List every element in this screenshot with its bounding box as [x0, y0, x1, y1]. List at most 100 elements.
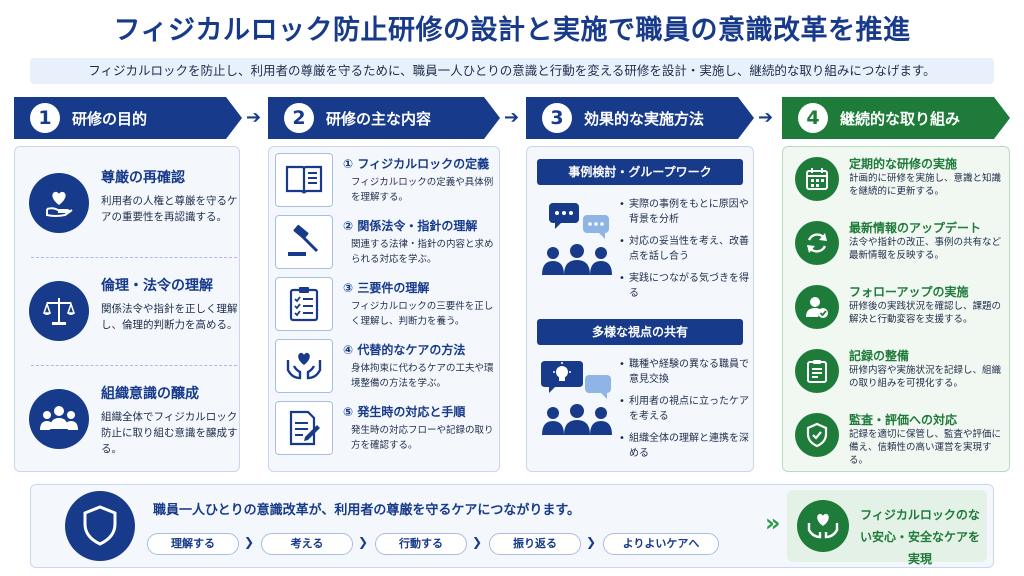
list-item: 実際の事例をもとに原因や背景を分析 — [619, 197, 749, 227]
gavel-icon — [275, 215, 333, 269]
purpose-desc: 関係法令や指針を正しく理解し、倫理的判断力を高める。 — [101, 303, 238, 331]
step-label: 継続的な取り組み — [840, 109, 961, 128]
purpose-title: 組織意識の醸成 — [101, 386, 199, 402]
content-title: ③ 三要件の理解 — [343, 281, 430, 295]
step-label: 研修の主な内容 — [326, 109, 432, 128]
purpose-column: 尊厳の再確認 利用者の人権と尊厳を守るケアの重要性を再認識する。 倫理・法令の理… — [14, 146, 240, 472]
content-title: ⑤ 発生時の対応と手順 — [343, 405, 466, 419]
chevron-shape — [782, 97, 1010, 139]
purpose-item: 組織意識の醸成 組織全体でフィジカルロック防止に取り組む意識を醸成する。 — [23, 369, 245, 469]
discussion-icon — [542, 203, 612, 275]
chevron-right-icon: ❯ — [586, 535, 597, 549]
flow-step: 振り返る — [489, 533, 581, 555]
content-desc: フィジカルロックの定義や具体例を理解する。 — [351, 177, 494, 203]
refresh-icon — [795, 221, 839, 265]
continuous-item: フォローアップの実施 研修後の実践状況を確認し、課題の解決と行動変容を支援する。 — [789, 279, 1009, 343]
continuous-title: 記録の整備 — [849, 349, 910, 363]
content-item: ① フィジカルロックの定義 フィジカルロックの定義や具体例を理解する。 — [275, 151, 497, 209]
document-pen-icon — [275, 401, 333, 455]
page-subtitle: フィジカルロックを防止し、利用者の尊厳を守るために、職員一人ひとりの意識と行動を… — [30, 58, 994, 84]
group-icon — [29, 389, 89, 449]
content-item: ③ 三要件の理解 フィジカルロックの三要件を正しく理解し、判断力を養う。 — [275, 275, 497, 333]
flow-step: 理解する — [147, 533, 239, 555]
method-bullets: 職種や経験の異なる職員で意見交換 利用者の視点に立ったケアを考える 組織全体の理… — [619, 357, 749, 468]
purpose-item: 尊厳の再確認 利用者の人権と尊厳を守るケアの重要性を再認識する。 — [23, 153, 245, 253]
scales-icon — [29, 281, 89, 341]
purpose-desc: 利用者の人権と尊厳を守るケアの重要性を再認識する。 — [101, 195, 238, 223]
method-banner: 事例検討・グループワーク — [537, 159, 743, 185]
content-desc: 発生時の対応フローや記録の取り方を確認する。 — [351, 425, 494, 451]
step-label: 効果的な実施方法 — [584, 109, 705, 128]
continuous-desc: 研修後の実践状況を確認し、課題の解決と行動変容を支援する。 — [849, 301, 1002, 325]
purpose-title: 尊厳の再確認 — [101, 170, 185, 186]
flow-step: よりよいケアへ — [603, 533, 719, 555]
flow-step: 行動する — [375, 533, 467, 555]
contents-column: ① フィジカルロックの定義 フィジカルロックの定義や具体例を理解する。 ② 関係… — [268, 146, 500, 472]
shield-icon — [65, 491, 135, 561]
checklist-icon — [275, 277, 333, 331]
continuous-desc: 計画的に研修を実施し、意識と知識を継続的に更新する。 — [849, 173, 1002, 197]
idea-share-icon — [541, 361, 612, 435]
content-title: ① フィジカルロックの定義 — [343, 157, 490, 171]
content-desc: 関連する法律・指針の内容と求められる対応を学ぶ。 — [351, 239, 494, 265]
chevron-shape — [526, 97, 754, 139]
content-item: ④ 代替的なケアの方法 身体拘束に代わるケアの工夫や環境整備の方法を学ぶ。 — [275, 337, 497, 395]
continuous-column: 定期的な研修の実施 計画的に研修を実施し、意識と知識を継続的に更新する。 最新情… — [782, 146, 1010, 472]
bottom-message: 職員一人ひとりの意識改革が、利用者の尊厳を守るケアにつながります。 — [153, 503, 581, 518]
continuous-desc: 研修内容や実施状況を記録し、組織の取り組みを可視化する。 — [849, 365, 1002, 389]
step-header-2: 2 研修の主な内容 — [268, 97, 500, 139]
goal-box: フィジカルロックのない安心・安全なケアを実現 — [787, 490, 987, 566]
step-number: 4 — [798, 103, 828, 133]
book-icon — [275, 153, 333, 207]
methods-column: 事例検討・グループワーク 実際の事例をもとに原因や背景を分析 対応の妥当性を考え… — [526, 146, 754, 472]
list-item: 実践につながる気づきを得る — [619, 271, 749, 301]
step-label: 研修の目的 — [72, 109, 148, 128]
content-title: ② 関係法令・指針の理解 — [343, 219, 478, 233]
step-number: 2 — [284, 103, 314, 133]
arrow-right-icon: ➔ — [758, 107, 774, 128]
divider — [31, 257, 237, 258]
clipboard-icon — [795, 349, 839, 393]
continuous-item: 監査・評価への対応 記録を適切に保管し、監査や評価に備え、信頼性の高い運営を実現… — [789, 407, 1009, 471]
page-title: フィジカルロック防止研修の設計と実施で職員の意識改革を推進 — [113, 15, 911, 46]
list-item: 利用者の視点に立ったケアを考える — [619, 394, 749, 424]
step-header-1: 1 研修の目的 — [14, 97, 242, 139]
heart-hand-icon — [29, 173, 89, 233]
user-check-icon — [795, 285, 839, 329]
care-hands-icon — [275, 339, 333, 393]
continuous-item: 記録の整備 研修内容や実施状況を記録し、組織の取り組みを可視化する。 — [789, 343, 1009, 407]
shield-check-icon — [795, 413, 839, 457]
arrow-right-icon: ➔ — [246, 107, 262, 128]
divider — [31, 365, 237, 366]
continuous-desc: 記録を適切に保管し、監査や評価に備え、信頼性の高い運営を実現する。 — [849, 429, 1002, 466]
arrow-right-icon: ➔ — [504, 107, 520, 128]
calendar-icon — [795, 157, 839, 201]
purpose-desc: 組織全体でフィジカルロック防止に取り組む意識を醸成する。 — [101, 411, 238, 455]
continuous-title: 定期的な研修の実施 — [849, 157, 958, 171]
content-desc: フィジカルロックの三要件を正しく理解し、判断力を養う。 — [351, 301, 494, 327]
double-chevron-icon: » — [765, 509, 781, 537]
method-bullets: 実際の事例をもとに原因や背景を分析 対応の妥当性を考え、改善点を話し合う 実践に… — [619, 197, 749, 308]
continuous-item: 定期的な研修の実施 計画的に研修を実施し、意識と知識を継続的に更新する。 — [789, 151, 1009, 215]
continuous-title: 最新情報のアップデート — [849, 221, 982, 235]
chevron-shape — [268, 97, 500, 139]
chevron-right-icon: ❯ — [244, 535, 255, 549]
goal-text: フィジカルロックのない安心・安全なケアを実現 — [859, 508, 980, 566]
list-item: 対応の妥当性を考え、改善点を話し合う — [619, 234, 749, 264]
method-banner: 多様な視点の共有 — [537, 319, 743, 345]
purpose-item: 倫理・法令の理解 関係法令や指針を正しく理解し、倫理的判断力を高める。 — [23, 261, 245, 361]
continuous-title: フォローアップの実施 — [849, 285, 969, 299]
step-header-3: 3 効果的な実施方法 — [526, 97, 754, 139]
step-number: 1 — [30, 103, 60, 133]
flow-step: 考える — [261, 533, 353, 555]
step-header-4: 4 継続的な取り組み — [782, 97, 1010, 139]
list-item: 職種や経験の異なる職員で意見交換 — [619, 357, 749, 387]
chevron-right-icon: ❯ — [472, 535, 483, 549]
content-item: ⑤ 発生時の対応と手順 発生時の対応フローや記録の取り方を確認する。 — [275, 399, 497, 457]
continuous-title: 監査・評価への対応 — [849, 413, 958, 427]
purpose-title: 倫理・法令の理解 — [101, 278, 213, 294]
content-item: ② 関係法令・指針の理解 関連する法律・指針の内容と求められる対応を学ぶ。 — [275, 213, 497, 271]
step-number: 3 — [542, 103, 572, 133]
chevron-shape — [14, 97, 242, 139]
chevron-right-icon: ❯ — [358, 535, 369, 549]
